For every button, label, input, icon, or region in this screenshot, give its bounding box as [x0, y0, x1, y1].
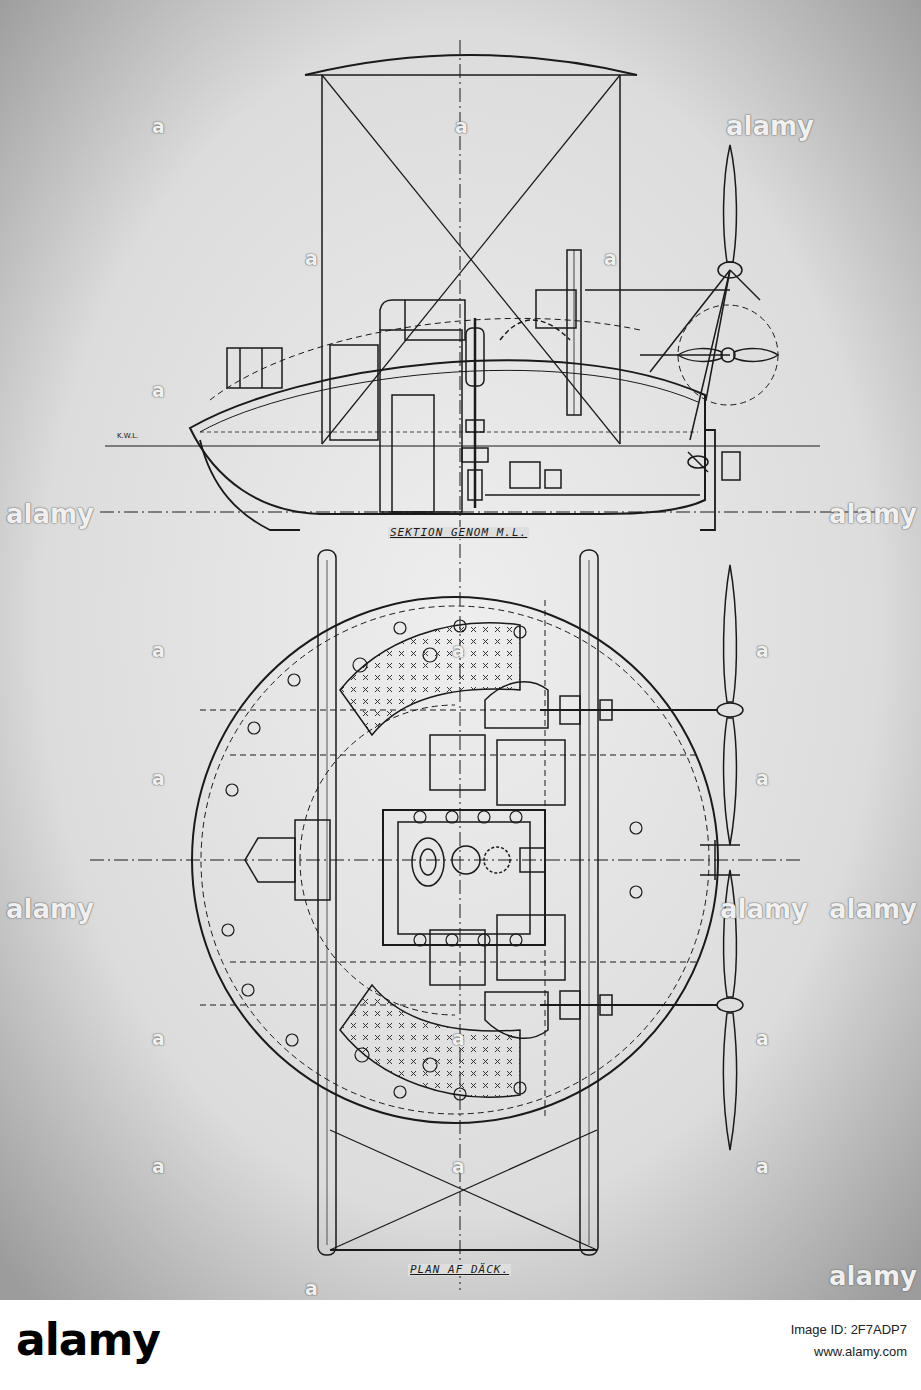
watermark: alamy: [726, 112, 814, 141]
deck-plan: [90, 550, 800, 1255]
watermark-icon: a: [152, 116, 165, 137]
watermark-icon: a: [452, 640, 465, 661]
image-id: Image ID: 2F7ADP7: [791, 1323, 907, 1337]
watermark-icon: a: [455, 116, 468, 137]
watermark-icon: a: [152, 1028, 165, 1049]
watermark: alamy: [829, 500, 917, 529]
watermark-icon: a: [152, 380, 165, 401]
paper-ground: [0, 0, 921, 1300]
watermark-icon: a: [305, 1278, 318, 1299]
watermark: alamy: [6, 500, 94, 529]
site-address: www.alamy.com: [814, 1345, 907, 1359]
watermark: alamy: [829, 895, 917, 924]
watermark-icon: a: [756, 640, 769, 661]
side-section: [100, 40, 885, 1290]
watermark-icon: a: [452, 1028, 465, 1049]
section-title: SEKTION GENOM M.L.: [388, 527, 529, 539]
watermark-icon: a: [152, 768, 165, 789]
watermark-icon: a: [452, 1156, 465, 1177]
watermark: alamy: [720, 895, 808, 924]
watermark-icon: a: [152, 1156, 165, 1177]
watermark-icon: a: [604, 248, 617, 269]
brand-logo: alamy: [16, 1316, 160, 1364]
watermark-icon: a: [756, 1028, 769, 1049]
plan-title: PLAN AF DÄCK.: [408, 1264, 511, 1276]
footer-band: [0, 1300, 921, 1390]
watermark-icon: a: [152, 640, 165, 661]
watermark-icon: a: [756, 1156, 769, 1177]
watermark: alamy: [6, 895, 94, 924]
watermark-icon: a: [756, 768, 769, 789]
waterline-mark: K.W.L.: [116, 433, 139, 441]
watermark: alamy: [829, 1262, 917, 1291]
watermark-icon: a: [305, 248, 318, 269]
